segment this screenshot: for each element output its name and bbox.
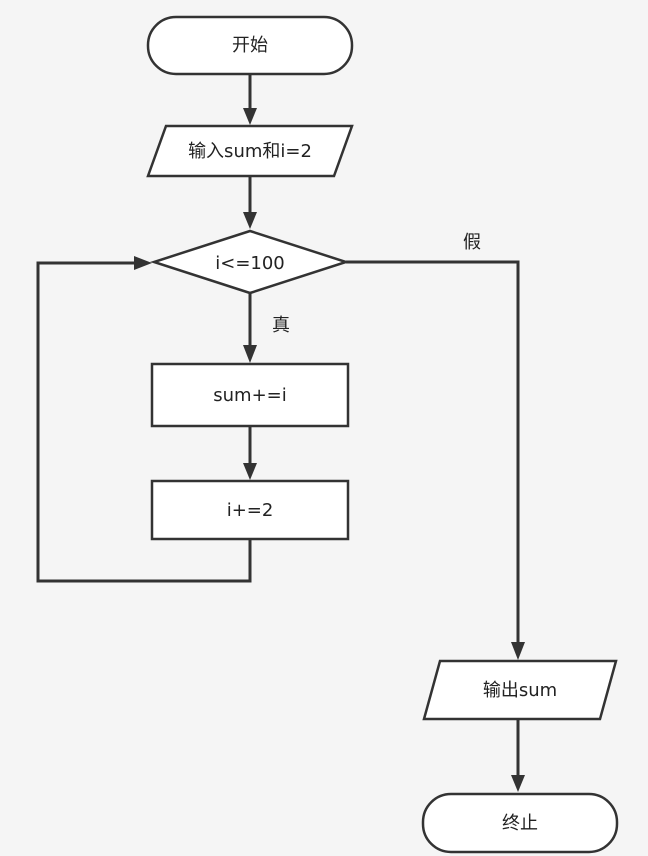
false-branch-label: 假 — [463, 232, 481, 253]
accumulate-label: sum+=i — [213, 385, 287, 406]
connector-loop-back — [36, 261, 252, 583]
increment-node: i+=2 — [150, 479, 350, 541]
condition-shape — [149, 229, 351, 295]
arrowhead-input-condition — [243, 212, 257, 229]
arrowhead-accumulate-increment — [243, 463, 257, 480]
arrowhead-start-input — [243, 108, 257, 125]
input-shape — [146, 124, 354, 178]
arrowhead-output-end — [511, 775, 525, 792]
connector-condition-false — [346, 260, 520, 644]
condition-node: i<=100 — [149, 229, 351, 295]
start-label: 开始 — [232, 35, 268, 56]
end-label: 终止 — [502, 813, 538, 834]
input-node: 输入sum和i=2 — [146, 124, 354, 178]
true-branch-label: 真 — [272, 315, 290, 336]
end-shape — [421, 792, 619, 854]
arrowhead-condition-true — [243, 345, 257, 363]
start-node: 开始 — [146, 15, 354, 76]
increment-shape — [150, 479, 350, 541]
increment-label: i+=2 — [227, 500, 274, 521]
accumulate-shape — [150, 362, 350, 428]
output-node: 输出sum — [422, 659, 618, 721]
arrowhead-loop-back — [134, 256, 152, 270]
input-label: 输入sum和i=2 — [188, 141, 312, 162]
accumulate-node: sum+=i — [150, 362, 350, 428]
connectors — [36, 75, 525, 792]
arrowhead-condition-false — [511, 642, 525, 660]
condition-label: i<=100 — [215, 253, 285, 274]
output-label: 输出sum — [483, 680, 557, 701]
output-shape — [422, 659, 618, 721]
end-node: 终止 — [421, 792, 619, 854]
start-shape — [146, 15, 354, 76]
